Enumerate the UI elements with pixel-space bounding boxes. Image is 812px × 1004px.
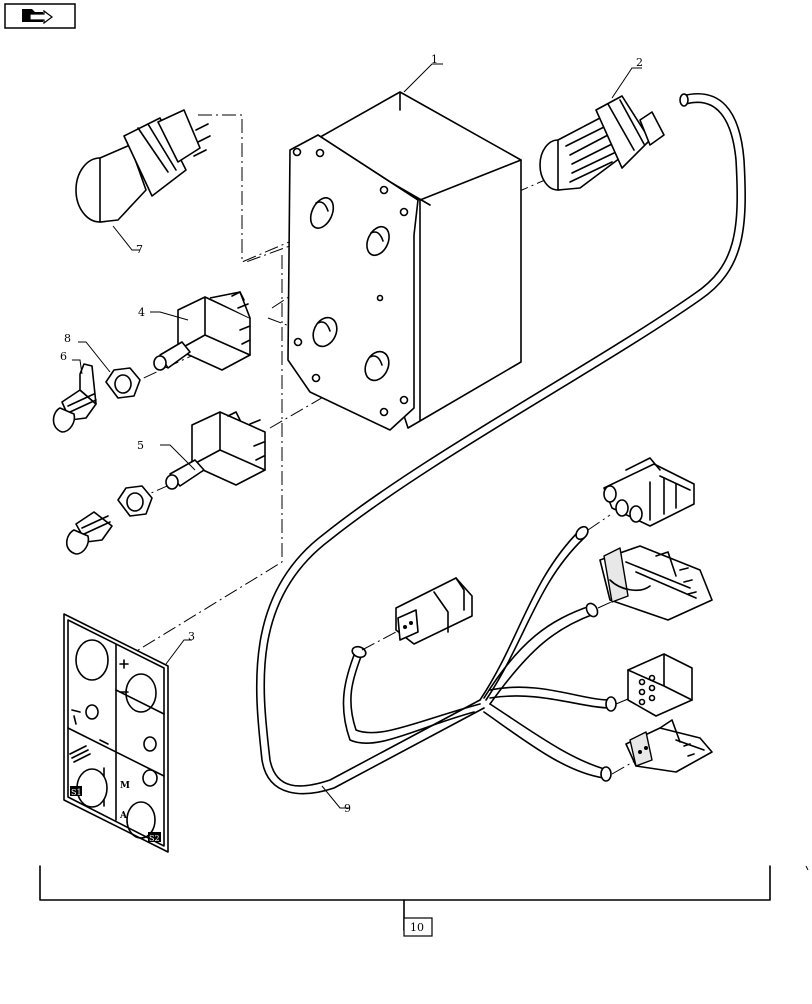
push-button: 7 bbox=[75, 109, 211, 256]
label-assembly: 10 bbox=[410, 921, 424, 934]
label-nut: 8 bbox=[64, 332, 71, 345]
decal-mode-m: M bbox=[120, 781, 130, 791]
nav-button[interactable] bbox=[4, 3, 76, 29]
boot-cover-lower bbox=[65, 511, 113, 555]
decal-panel: S1 S2 M A 3 bbox=[63, 613, 195, 853]
label-housing: 1 bbox=[431, 53, 438, 66]
label-cable-gland: 2 bbox=[636, 56, 643, 69]
boot-cover-upper: 6 bbox=[52, 350, 97, 433]
nut-lower bbox=[117, 485, 153, 517]
wire-harness: 9 bbox=[255, 93, 746, 815]
connector-six-pin bbox=[627, 653, 693, 717]
connector-three-pin bbox=[603, 457, 695, 527]
label-boot-cover: 6 bbox=[60, 350, 67, 363]
decal-s2-text: S2 bbox=[149, 834, 160, 843]
decal-s1-text: S1 bbox=[71, 788, 82, 797]
connector-two-pin bbox=[395, 577, 473, 645]
label-toggle-upper: 4 bbox=[138, 306, 145, 319]
label-wire-harness: 9 bbox=[344, 802, 351, 815]
toggle-switch-upper: 4 bbox=[138, 291, 251, 371]
connector-large bbox=[599, 545, 713, 621]
connector-two-pin-sealed bbox=[625, 719, 713, 773]
arrow-into-folder-icon bbox=[22, 9, 53, 25]
toggle-switch-lower: 5 bbox=[137, 411, 266, 490]
label-decal-panel: 3 bbox=[188, 630, 195, 643]
cable-gland: 2 bbox=[539, 56, 665, 191]
nut-upper: 8 bbox=[64, 332, 141, 399]
label-push-button: 7 bbox=[136, 243, 143, 256]
decal-mode-a: A bbox=[119, 811, 128, 821]
housing: 1 bbox=[287, 53, 522, 431]
assembly-bracket: 10 bbox=[39, 865, 771, 937]
label-toggle-lower: 5 bbox=[137, 439, 144, 452]
